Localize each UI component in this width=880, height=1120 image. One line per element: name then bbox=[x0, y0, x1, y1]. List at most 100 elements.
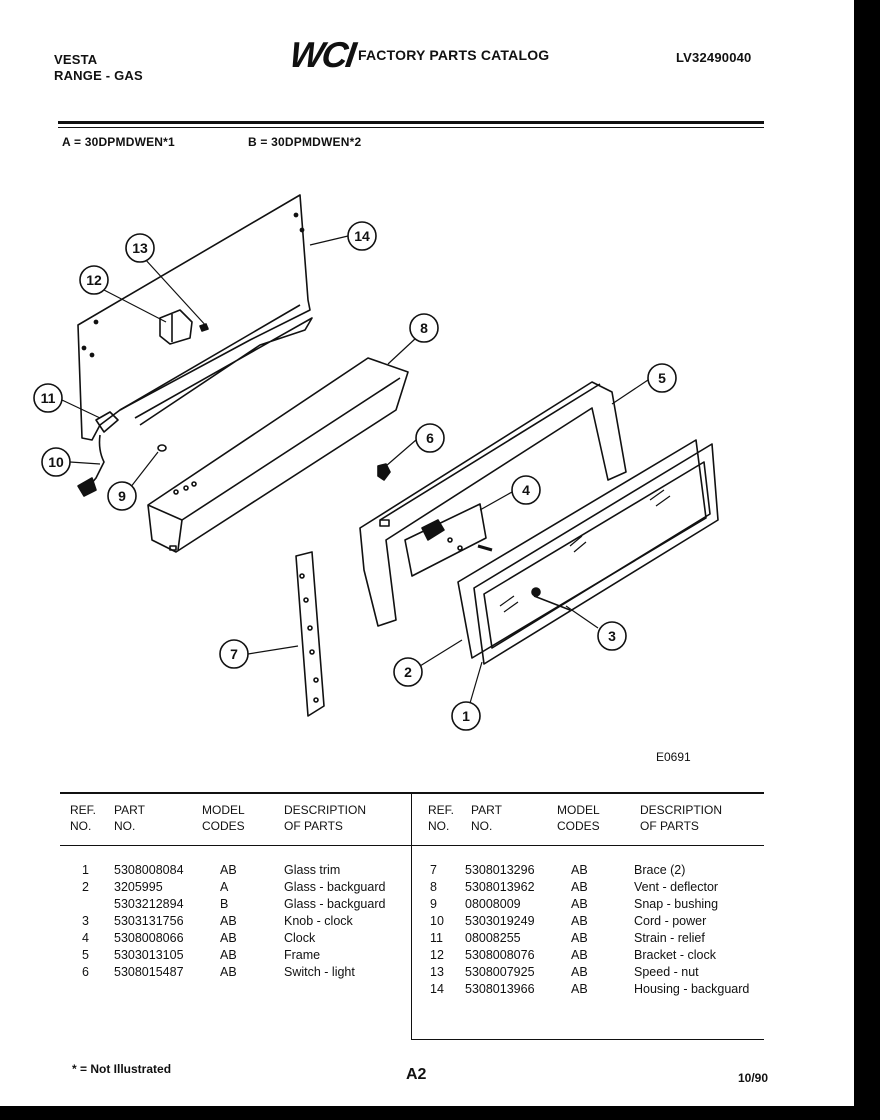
table-cell-codes: AB bbox=[571, 948, 588, 962]
svg-text:12: 12 bbox=[86, 272, 102, 288]
table-cell-ref: 4 bbox=[82, 931, 89, 945]
table-header-line: NO. bbox=[471, 819, 493, 833]
table-cell-codes: AB bbox=[571, 914, 588, 928]
table-cell-codes: AB bbox=[571, 931, 588, 945]
catalog-page: VESTA RANGE - GAS WCI FACTORY PARTS CATA… bbox=[0, 0, 854, 1106]
callout-5: 5 bbox=[647, 363, 677, 393]
table-cell-part: 5308013296 bbox=[465, 863, 535, 877]
table-cell-ref: 2 bbox=[82, 880, 89, 894]
callout-6: 6 bbox=[415, 423, 445, 453]
table-header-line: NO. bbox=[428, 819, 450, 833]
table-cell-desc: Vent - deflector bbox=[634, 880, 719, 894]
part-glass-trim bbox=[473, 443, 719, 665]
table-header-line: OF PARTS bbox=[284, 819, 343, 833]
table-header-line: DESCRIPTION bbox=[640, 803, 723, 817]
callout-8: 8 bbox=[409, 313, 439, 343]
header-rule-thin bbox=[58, 127, 764, 128]
model-b: B = 30DPMDWEN*2 bbox=[248, 135, 362, 149]
svg-text:7: 7 bbox=[230, 646, 238, 662]
svg-text:4: 4 bbox=[522, 482, 530, 498]
table-cell-ref: 5 bbox=[82, 948, 89, 962]
svg-text:14: 14 bbox=[354, 228, 370, 244]
table-header-right-0: REF. NO. bbox=[428, 802, 454, 834]
table-cell-desc: Knob - clock bbox=[284, 914, 353, 928]
table-cell-ref: 6 bbox=[82, 965, 89, 979]
header-rule bbox=[58, 121, 764, 124]
table-cell-part: 5303212894 bbox=[114, 897, 184, 911]
table-cell-desc: Brace (2) bbox=[634, 863, 686, 877]
table-header-line: CODES bbox=[202, 819, 245, 833]
table-header-rule bbox=[60, 845, 764, 846]
part-bracket-clock bbox=[159, 309, 193, 345]
callout-11: 11 bbox=[33, 383, 63, 413]
table-header-line: MODEL bbox=[557, 803, 600, 817]
revision-date: 10/90 bbox=[738, 1071, 769, 1085]
table-header-line: REF. bbox=[70, 803, 97, 817]
table-header-line: MODEL bbox=[202, 803, 245, 817]
table-cell-codes: B bbox=[220, 897, 229, 911]
wci-logo: WCI bbox=[287, 34, 357, 75]
table-cell-part: 5303019249 bbox=[465, 914, 535, 928]
table-header-line: PART bbox=[471, 803, 502, 817]
table-cell-codes: AB bbox=[220, 948, 237, 962]
callout-13: 13 bbox=[125, 233, 155, 263]
callout-9: 9 bbox=[107, 481, 137, 511]
svg-text:3: 3 bbox=[608, 628, 616, 644]
table-cell-desc: Cord - power bbox=[634, 914, 707, 928]
table-cell-part: 5308013962 bbox=[465, 880, 535, 894]
callout-10: 10 bbox=[41, 447, 71, 477]
model-number: LV32490040 bbox=[676, 50, 752, 65]
part-brace bbox=[295, 551, 325, 717]
table-cell-desc: Bracket - clock bbox=[634, 948, 716, 962]
table-cell-desc: Glass - backguard bbox=[284, 897, 386, 911]
callout-7: 7 bbox=[219, 639, 249, 669]
part-vent-deflector bbox=[147, 357, 409, 553]
table-cell-part: 08008255 bbox=[465, 931, 521, 945]
table-cell-desc: Switch - light bbox=[284, 965, 355, 979]
table-cell-ref: 13 bbox=[430, 965, 444, 979]
svg-text:8: 8 bbox=[420, 320, 428, 336]
svg-text:13: 13 bbox=[132, 240, 148, 256]
part-knob-clock bbox=[531, 587, 571, 611]
part-cord-power bbox=[77, 411, 119, 497]
part-clock bbox=[404, 503, 493, 577]
brand-name: VESTA bbox=[54, 52, 98, 67]
svg-text:5: 5 bbox=[658, 370, 666, 386]
table-cell-desc: Strain - relief bbox=[634, 931, 705, 945]
diagram-code: E0691 bbox=[656, 750, 691, 764]
table-header-line: CODES bbox=[557, 819, 600, 833]
callout-3: 3 bbox=[597, 621, 627, 651]
part-housing-backguard bbox=[77, 194, 313, 441]
svg-text:10: 10 bbox=[48, 454, 64, 470]
table-cell-desc: Housing - backguard bbox=[634, 982, 750, 996]
table-cell-part: 5308013966 bbox=[465, 982, 535, 996]
table-cell-part: 3205995 bbox=[114, 880, 163, 894]
table-cell-ref: 11 bbox=[430, 931, 443, 945]
table-cell-part: 5303131756 bbox=[114, 914, 184, 928]
table-cell-codes: AB bbox=[571, 863, 588, 877]
table-header-right-2: MODEL CODES bbox=[557, 802, 600, 834]
table-cell-codes: AB bbox=[220, 914, 237, 928]
svg-text:9: 9 bbox=[118, 488, 126, 504]
table-top-rule bbox=[60, 792, 764, 794]
part-frame bbox=[359, 381, 627, 627]
table-cell-part: 5308008076 bbox=[465, 948, 535, 962]
table-header-line: REF. bbox=[428, 803, 455, 817]
svg-text:6: 6 bbox=[426, 430, 434, 446]
model-a: A = 30DPMDWEN*1 bbox=[62, 135, 175, 149]
table-cell-codes: AB bbox=[220, 863, 237, 877]
table-cell-part: 5308007925 bbox=[465, 965, 535, 979]
exploded-parts-diagram: 13 12 14 8 5 11 6 10 4 9 3 7 2 1 bbox=[33, 194, 719, 731]
table-cell-part: 5308008084 bbox=[114, 863, 184, 877]
table-cell-desc: Clock bbox=[284, 931, 316, 945]
callout-12: 12 bbox=[79, 265, 109, 295]
table-header-left-0: REF.NO. bbox=[70, 802, 96, 834]
table-cell-desc: Speed - nut bbox=[634, 965, 699, 979]
part-switch-light bbox=[377, 463, 391, 481]
table-divider bbox=[411, 793, 412, 1040]
table-cell-desc: Frame bbox=[284, 948, 321, 962]
table-cell-ref: 3 bbox=[82, 914, 89, 928]
